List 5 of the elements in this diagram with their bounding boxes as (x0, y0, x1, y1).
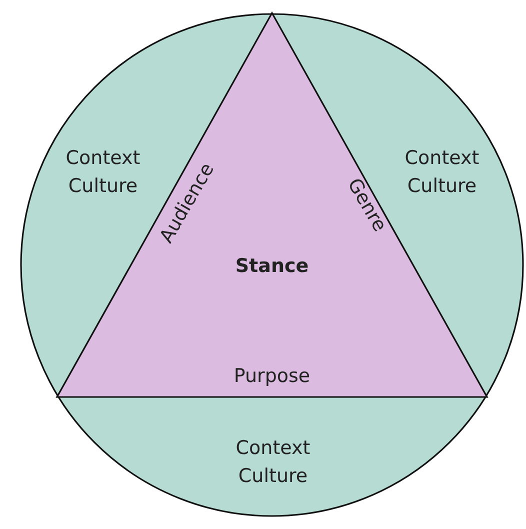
center-label: Stance (235, 254, 309, 279)
region-label: Context Culture (234, 436, 312, 489)
region-label: Purpose (234, 364, 310, 389)
region-label: Context Culture (404, 146, 480, 199)
region-label: Context Culture (64, 146, 142, 199)
